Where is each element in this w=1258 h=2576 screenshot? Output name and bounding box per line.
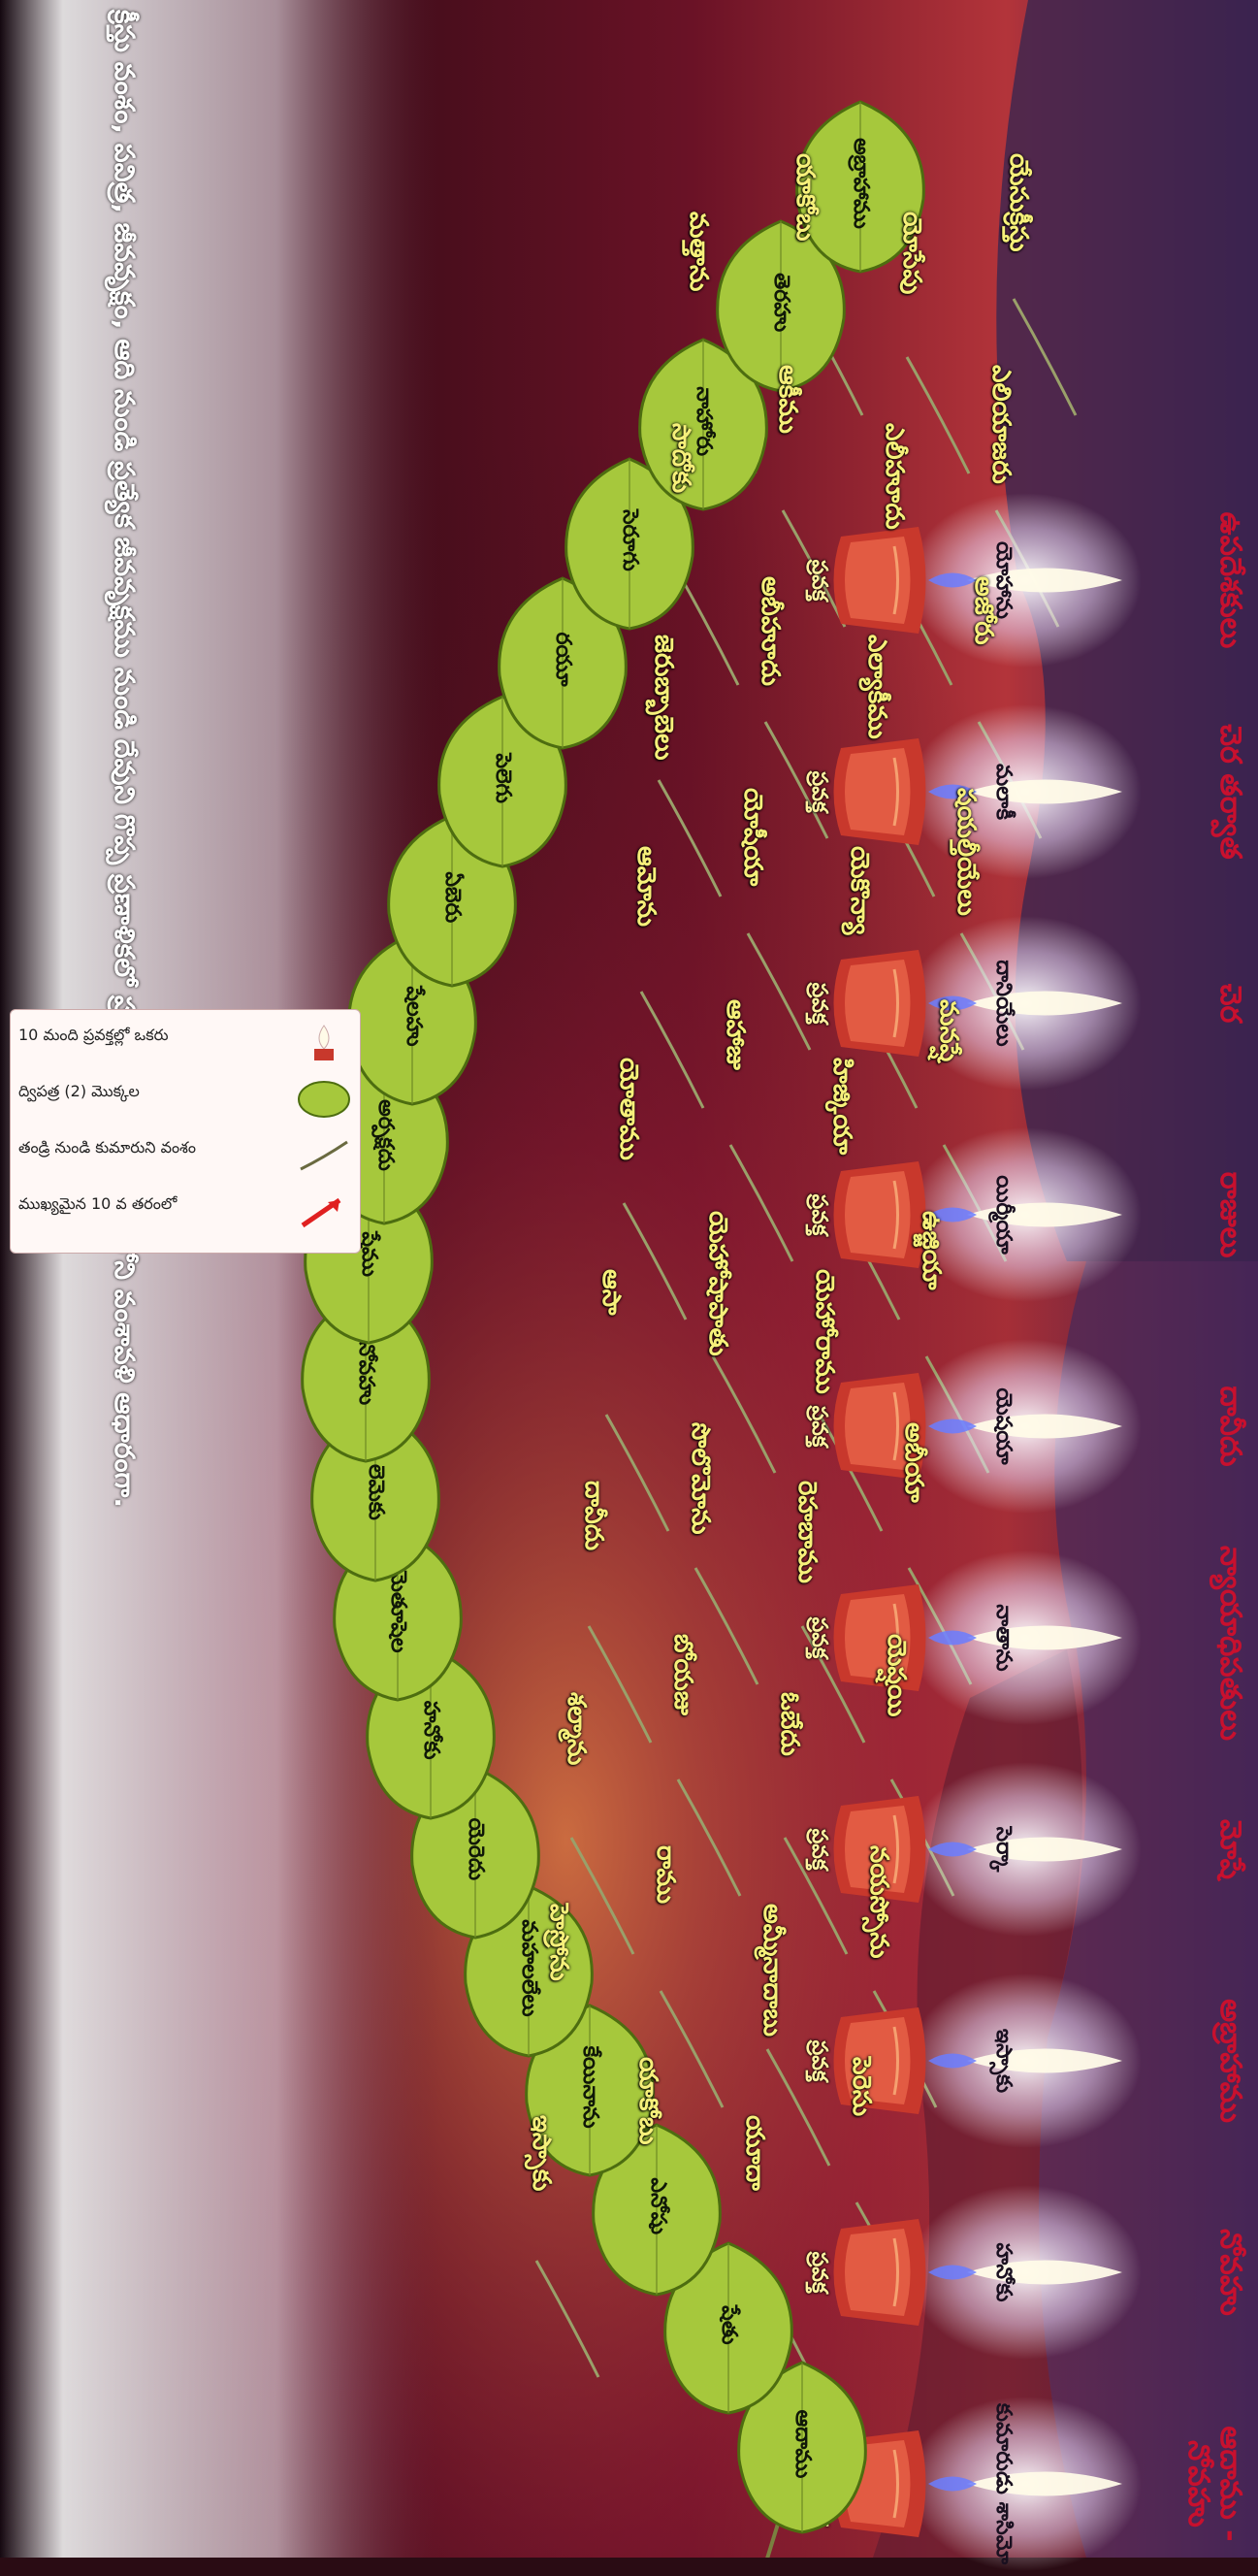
prophet-name: ప్రవక్త bbox=[802, 2180, 831, 2364]
descendant-label: దావీదు bbox=[573, 1481, 608, 1550]
descendant-label: రాము bbox=[645, 1845, 680, 1904]
descendant-label: ఆహాజు bbox=[715, 999, 750, 1070]
prophet-count: యెషయా bbox=[991, 1334, 1016, 1518]
flame-icon bbox=[725, 1757, 1161, 1941]
leaf-icon bbox=[295, 1078, 353, 1121]
period-label: రాజులు bbox=[1214, 1123, 1246, 1307]
legend-text: 10 మంది ప్రవక్తల్లో ఒకరు bbox=[18, 1026, 290, 1044]
lineage-twig bbox=[641, 992, 703, 1108]
legend-text: ద్విపత్ర (2) మొక్కల bbox=[18, 1082, 290, 1100]
descendant-label: ఆమోను bbox=[626, 846, 661, 927]
descendant-label: బోయజు bbox=[662, 1634, 697, 1715]
descendant-label: అజోరు bbox=[963, 576, 998, 645]
descendant-label: ఆకీము bbox=[767, 365, 802, 434]
legend-text: తండ్రి నుండి కుమారుని వంశం bbox=[18, 1138, 290, 1157]
prophet-lamp: మలాకీ ప్రవక్త bbox=[725, 700, 1161, 884]
lineage-twig bbox=[589, 1626, 651, 1743]
prophet-count: మలాకీ bbox=[991, 700, 1016, 884]
descendant-label: మనష్షే bbox=[928, 999, 963, 1061]
descendant-label: యేసుక్రీస్తు bbox=[998, 153, 1033, 252]
descendant-label: హెస్రోను bbox=[538, 1904, 573, 1981]
descendant-label: ఉజ్జియా bbox=[911, 1211, 946, 1290]
period-label: న్యాయాధిపతులు bbox=[1214, 1546, 1246, 1730]
descendant-label: యెష్షయి bbox=[876, 1634, 911, 1716]
prophet-count: నాతాను bbox=[991, 1546, 1016, 1730]
descendant-label: యోషీయా bbox=[732, 788, 767, 886]
flame-icon bbox=[725, 488, 1161, 672]
prophet-name: ప్రవక్త bbox=[802, 1757, 831, 1941]
descendant-label: అబీయా bbox=[893, 1422, 928, 1503]
prophet-count: సెర్కా bbox=[991, 1757, 1016, 1941]
prophet-lamp: ఇస్సాకు ప్రవక్త bbox=[725, 1969, 1161, 2153]
descendant-label: యూదా bbox=[734, 2115, 769, 2191]
descendant-label: సొలొమోను bbox=[680, 1422, 715, 1535]
period-label: చెర తర్వాత bbox=[1214, 700, 1246, 884]
descendant-label: శల్మాను bbox=[556, 1692, 591, 1765]
lineage-twig bbox=[624, 1203, 686, 1320]
descendant-label: యోసేపు bbox=[891, 212, 926, 294]
descendant-label: జెరుబ్బాబెలు bbox=[643, 635, 678, 761]
prophet-name: ప్రవక్త bbox=[802, 1969, 831, 2153]
lineage-twig bbox=[907, 357, 969, 473]
descendant-label: యెకొన్యా bbox=[839, 846, 874, 934]
period-label: దావీదు bbox=[1214, 1334, 1246, 1518]
descendant-label: ఇస్సాకు bbox=[521, 2115, 556, 2191]
descendant-label: యాకోబు bbox=[785, 153, 820, 242]
descendant-label: రెహబాము bbox=[787, 1481, 822, 1583]
period-label: చెర bbox=[1214, 911, 1246, 1095]
legend-row: ద్విపత్ర (2) మొక్కల bbox=[18, 1076, 358, 1125]
legend-row: తండ్రి నుండి కుమారుని వంశం bbox=[18, 1132, 358, 1181]
descendant-label: ఎలీహూదు bbox=[874, 423, 909, 530]
period-label: ఉపదేశకులు bbox=[1214, 488, 1246, 672]
lineage-twig bbox=[661, 1991, 723, 2107]
descendant-label: యెహోషాపాతు bbox=[697, 1211, 732, 1356]
descendant-label: షయల్తీయేలు bbox=[946, 788, 981, 916]
descendant-label: ఆసా bbox=[591, 1269, 626, 1316]
flame-icon bbox=[725, 700, 1161, 884]
legend-row: ముఖ్యమైన 10 వ తరంలో bbox=[18, 1189, 358, 1237]
period-label: ఆదాము - నోవహు bbox=[1182, 2392, 1246, 2576]
period-label: మోషే bbox=[1214, 1757, 1246, 1941]
descendant-label: ఎలియాజరు bbox=[981, 365, 1016, 484]
prophet-lamp: యోహానుప్రవక్త bbox=[725, 488, 1161, 672]
descendant-label: సాదోకు bbox=[661, 423, 695, 493]
legend-text: ముఖ్యమైన 10 వ తరంలో bbox=[18, 1194, 290, 1213]
prophet-count: యిర్మీయా bbox=[991, 1123, 1016, 1307]
flame-icon bbox=[295, 1022, 353, 1064]
period-label: అబ్రాహాము bbox=[1214, 1969, 1246, 2153]
arrow-icon bbox=[295, 1190, 353, 1233]
descendant-label: ఓబేదు bbox=[769, 1692, 804, 1756]
prophet-name: ప్రవక్త bbox=[802, 488, 831, 672]
legend-row: 10 మంది ప్రవక్తల్లో ఒకరు bbox=[18, 1020, 358, 1068]
descendant-label: యోతాము bbox=[608, 1058, 643, 1160]
prophet-name: ప్రవక్త bbox=[802, 700, 831, 884]
prophet-count: దానియేలు bbox=[991, 911, 1016, 1095]
prophet-count: హనోకు bbox=[991, 2180, 1016, 2364]
lineage-twig bbox=[659, 780, 721, 897]
lineage-twig bbox=[1014, 299, 1076, 415]
descendant-label: అబీహూదు bbox=[750, 576, 785, 686]
prophet-lamp: సెర్కా ప్రవక్త bbox=[725, 1757, 1161, 1941]
legend-box: 10 మంది ప్రవక్తల్లో ఒకరు ద్విపత్ర (2) మొక… bbox=[10, 1009, 361, 1254]
descendant-label: అమ్మీనాదాబు bbox=[752, 1904, 787, 2037]
descendant-label: ఎల్యాకీము bbox=[856, 635, 891, 739]
descendant-label: నయస్సోను bbox=[858, 1845, 893, 1958]
branch-icon bbox=[295, 1134, 353, 1177]
descendant-label: మత్తాను bbox=[678, 212, 713, 291]
descendant-label: యాకోబు bbox=[628, 2057, 662, 2145]
descendant-label: పెరెసు bbox=[841, 2057, 876, 2116]
prophet-count: కుమారుడు శాసిమో bbox=[991, 2392, 1016, 2576]
descendant-label: హిజ్కియా bbox=[822, 1058, 856, 1155]
period-label: నోవహు bbox=[1214, 2180, 1246, 2364]
descendant-label: యెహోరాము bbox=[804, 1269, 839, 1394]
flame-icon bbox=[725, 1969, 1161, 2153]
prophet-count: ఇస్సాకు bbox=[991, 1969, 1016, 2153]
lineage-twig bbox=[606, 1415, 668, 1531]
